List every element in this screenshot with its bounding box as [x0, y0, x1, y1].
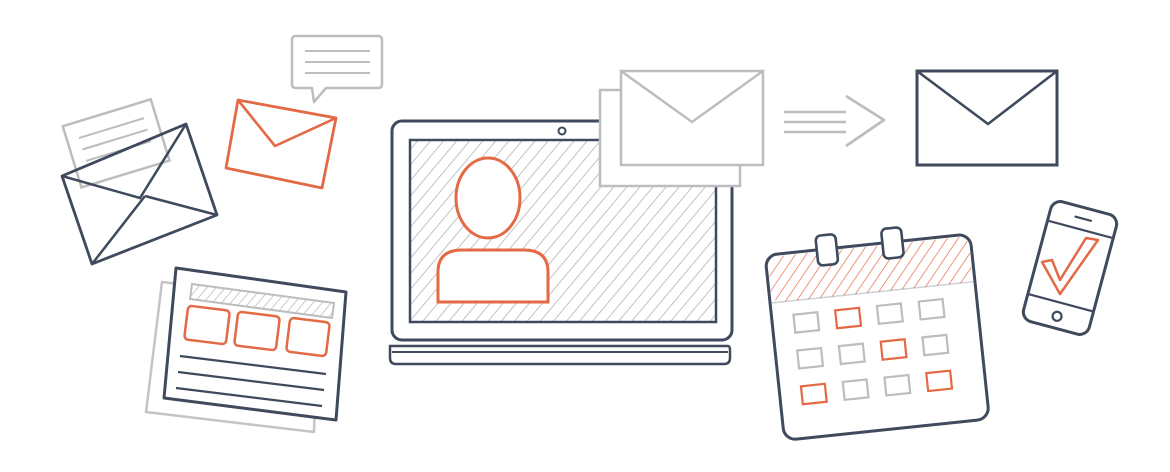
- checkmark-icon: [1040, 236, 1100, 296]
- open-envelope-icon: [60, 97, 219, 266]
- orange-envelope-icon: [224, 98, 338, 190]
- speech-bubble-icon: [290, 34, 384, 104]
- arrow-right-icon: [784, 94, 886, 148]
- camera-icon: [557, 126, 567, 136]
- user-avatar-icon: [436, 156, 550, 304]
- envelope-stack-icon: [598, 69, 765, 188]
- newsletter-page-icon: [144, 266, 348, 434]
- outgoing-envelope-icon: [915, 69, 1059, 167]
- calendar-icon: [764, 226, 990, 441]
